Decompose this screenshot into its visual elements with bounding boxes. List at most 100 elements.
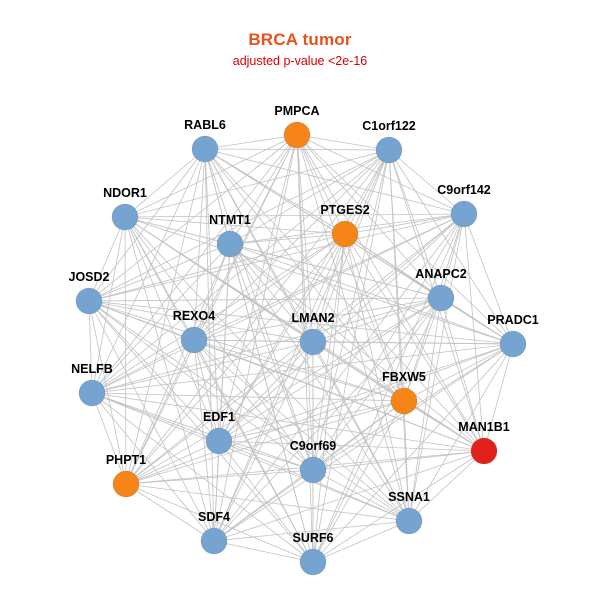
edge [91, 148, 206, 394]
edge [440, 297, 514, 345]
edge [213, 540, 314, 563]
edge [124, 216, 346, 235]
edge [124, 134, 298, 218]
node-label-anapc2: ANAPC2 [415, 267, 466, 281]
edge [408, 213, 465, 522]
edge [312, 213, 465, 471]
edge [229, 243, 405, 402]
edge [88, 297, 442, 302]
edge [312, 343, 514, 563]
node-label-lman2: LMAN2 [291, 311, 334, 325]
edge [213, 233, 346, 542]
edge [213, 450, 485, 542]
node-ssna1 [395, 507, 423, 535]
node-josd2 [75, 287, 103, 315]
edge [312, 341, 410, 522]
edge [88, 213, 465, 302]
edge [193, 148, 206, 341]
edge [125, 483, 410, 522]
edge [91, 233, 346, 394]
edge [218, 149, 390, 442]
edge [483, 343, 514, 452]
edge [124, 148, 206, 218]
node-man1b1 [470, 437, 498, 465]
edge [204, 134, 298, 150]
node-label-sdf4: SDF4 [198, 510, 230, 524]
edge [229, 243, 410, 522]
edge [440, 297, 485, 452]
edge [88, 233, 346, 302]
node-label-nelfb: NELFB [71, 362, 113, 376]
edge [296, 134, 314, 471]
node-anapc2 [427, 284, 455, 312]
edge [312, 341, 514, 345]
edge [91, 392, 127, 485]
node-label-ssna1: SSNA1 [388, 490, 430, 504]
node-ptges2 [331, 220, 359, 248]
edge [344, 213, 465, 235]
node-label-phpt1: PHPT1 [106, 453, 146, 467]
edge [91, 134, 298, 394]
edge [88, 300, 514, 345]
edge [193, 213, 465, 341]
edge [218, 233, 346, 442]
edge [204, 148, 346, 235]
node-label-man1b1: MAN1B1 [458, 420, 509, 434]
edge [463, 213, 514, 345]
edge [125, 440, 220, 485]
edge [388, 149, 514, 345]
edge [213, 440, 220, 542]
edge [88, 300, 93, 394]
edge [388, 149, 410, 522]
node-rexo4 [180, 326, 208, 354]
edge [125, 483, 215, 542]
edge [91, 392, 314, 471]
edge [312, 520, 410, 563]
edge [312, 213, 465, 563]
edge [88, 300, 127, 485]
edge [312, 400, 405, 563]
node-pradc1 [499, 330, 527, 358]
edge [296, 134, 514, 345]
edge [218, 341, 314, 442]
edge [213, 297, 442, 542]
node-label-ntmt1: NTMT1 [209, 213, 251, 227]
edge [344, 149, 390, 235]
edge [125, 469, 314, 485]
edge [193, 339, 410, 522]
labels-layer: PMPCAC1orf122RABL6C9orf142NDOR1PTGES2NTM… [69, 104, 539, 545]
node-label-ptges2: PTGES2 [320, 203, 369, 217]
edge [125, 297, 442, 485]
edge [88, 300, 314, 343]
edge [193, 339, 220, 442]
edge [193, 243, 231, 341]
edge [213, 134, 298, 542]
edge [213, 343, 514, 542]
edge [125, 341, 314, 485]
edge [344, 233, 405, 402]
edge [91, 392, 485, 452]
edge [312, 297, 442, 471]
node-surf6 [299, 548, 327, 576]
node-label-pradc1: PRADC1 [487, 313, 538, 327]
edge [312, 149, 390, 343]
edge [312, 213, 465, 343]
edge [296, 134, 465, 215]
edge [218, 213, 465, 442]
edge [88, 216, 126, 302]
edge [296, 134, 442, 299]
edge [124, 149, 390, 218]
edge [91, 243, 231, 394]
node-nelfb [78, 379, 106, 407]
edge [125, 149, 390, 485]
edge [91, 392, 220, 442]
node-sdf4 [200, 527, 228, 555]
edge [213, 520, 410, 542]
edge [204, 148, 465, 215]
node-rabl6 [191, 135, 219, 163]
node-c9orf69 [299, 456, 327, 484]
node-label-rabl6: RABL6 [184, 118, 226, 132]
edge [229, 243, 314, 563]
